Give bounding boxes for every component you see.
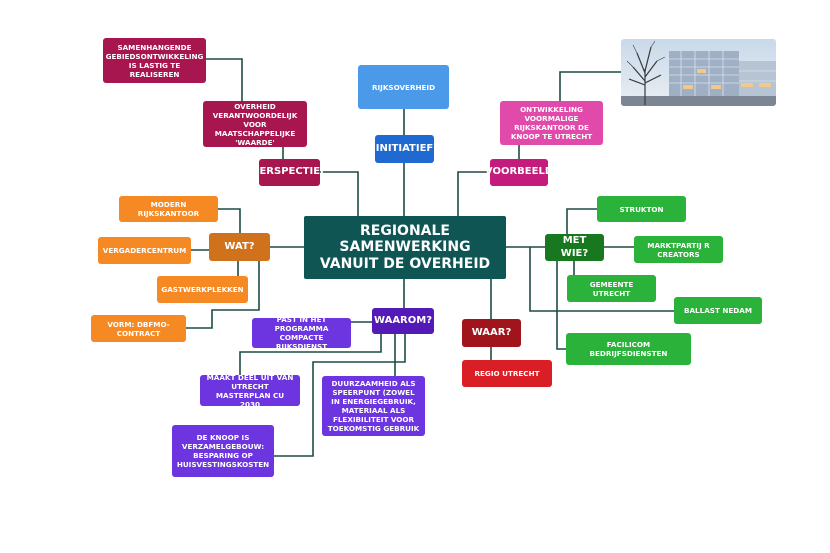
link-item1-photo (559, 71, 621, 101)
hub-initiatief: INITIATIEF (375, 135, 434, 163)
perspectief-item-overheid: OVERHEID VERANTWOORDELIJK VOOR MAATSCHAP… (203, 101, 307, 147)
building-photo-drawing (621, 39, 776, 106)
met-wie-item-marktpartij: MARKTPARTIJ R CREATORS (634, 236, 723, 263)
link-waarom-maakt (239, 334, 382, 375)
hub-waarom: WAAROM? (372, 308, 434, 334)
link-center-voorbeeld (457, 171, 490, 217)
waarom-item-masterplan: MAAKT DEEL UIT VAN UTRECHT MASTERPLAN CU… (200, 373, 300, 409)
hub-waar: WAAR? (462, 319, 521, 347)
waar-item-regio-utrecht: REGIO UTRECHT (462, 360, 552, 387)
link-metwie-ballast (529, 247, 674, 312)
central-topic: REGIONALE SAMENWERKING VANUIT DE OVERHEI… (304, 216, 506, 279)
hub-wat: WAT? (209, 233, 270, 261)
link-center-perspectief (320, 171, 359, 217)
met-wie-item-facilicom: FACILICOM BEDRIJFSDIENSTEN (566, 333, 691, 365)
wat-item-modern-rijkskantoor: MODERN RIJKSKANTOOR (119, 196, 218, 222)
wat-item-gastwerkplekken: GASTWERKPLEKKEN (157, 276, 248, 303)
central-topic-line2: VANUIT DE OVERHEID (319, 255, 491, 272)
met-wie-item-gemeente-utrecht: GEMEENTE UTRECHT (567, 275, 656, 302)
central-topic-line1: REGIONALE SAMENWERKING (339, 223, 471, 256)
voorbeeld-item-ontwikkeling: ONTWIKKELING VOORMALIGE RIJKSKANTOOR DE … (500, 101, 603, 145)
link-metwie-facilicom (556, 261, 566, 350)
waarom-item-de-knoop: DE KNOOP IS VERZAMELGEBOUW: BESPARING OP… (172, 425, 274, 477)
hub-perspectief: PERSPECTIEF (252, 159, 327, 186)
wat-item-vergadercentrum: VERGADERCENTRUM (98, 237, 191, 264)
link-metwie-strukton (566, 208, 597, 234)
waarom-item-duurzaamheid: DUURZAAMHEID ALS SPEERPUNT (ZOWEL IN ENE… (322, 376, 425, 436)
met-wie-item-ballast-nedam: BALLAST NEDAM (674, 297, 762, 324)
hub-met-wie: MET WIE? (545, 234, 604, 261)
hub-voorbeeld: VOORBEELD (485, 159, 553, 186)
link-wat-vorm (186, 261, 260, 329)
link-item2-item1 (206, 58, 243, 101)
building-photo (621, 39, 776, 106)
wat-item-vorm-dbfmo: VORM: DBFMO-CONTRACT (91, 315, 186, 342)
perspectief-item-samenhangende: SAMENHANGENDE GEBIEDSONTWIKKELING IS LAS… (103, 38, 206, 83)
waarom-item-past-in-programma: PAST IN HET PROGRAMMA COMPACTE RIJKSDIEN… (252, 315, 351, 351)
link-waarom-knoop (274, 334, 406, 457)
met-wie-item-strukton: STRUKTON (597, 196, 686, 222)
initiatief-item-rijksoverheid: RIJKSOVERHEID (358, 65, 449, 109)
link-wat-modern (218, 208, 241, 233)
